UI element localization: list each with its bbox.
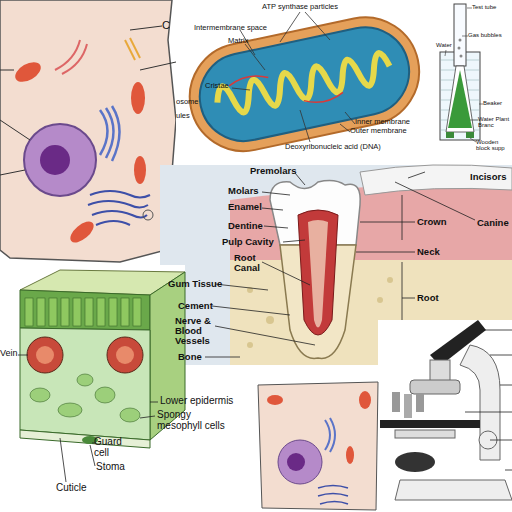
mitochondrion xyxy=(176,0,429,161)
part-label: Root Canal xyxy=(234,253,264,273)
part-label: ATP synthase particles xyxy=(262,3,362,11)
part-label: Incisors xyxy=(470,172,512,182)
part-label: Intermembrane space xyxy=(194,24,284,32)
part-label: Cement xyxy=(178,301,218,311)
animal-cell-small xyxy=(258,382,378,510)
part-label: Outer membrane xyxy=(350,127,425,135)
part-label: Gum Tissue xyxy=(168,279,228,289)
part-label: Beaker xyxy=(483,100,512,106)
part-label: Inner membrane xyxy=(355,118,430,126)
part-label: osome xyxy=(176,98,216,106)
part-label: Spongy mesophyll cells xyxy=(157,410,237,431)
part-label: Canine xyxy=(477,218,512,228)
photosynthesis-setup xyxy=(440,4,483,142)
part-label: Water xyxy=(436,42,466,48)
part-label: Crown xyxy=(417,217,457,227)
part-label: C xyxy=(162,20,176,32)
part-label: Cuticle xyxy=(56,483,106,494)
part-label: Cristae xyxy=(205,82,245,90)
part-label: Dentine xyxy=(228,221,273,231)
part-label: Molars xyxy=(228,186,268,196)
animal-cell xyxy=(0,0,176,262)
part-label: Test tube xyxy=(472,4,512,10)
part-label: Vein xyxy=(0,349,22,358)
part-label: Neck xyxy=(417,247,457,257)
part-label: Bone xyxy=(178,352,208,362)
part-label: Water Plant Branc xyxy=(478,116,512,129)
part-label: Deoxyribonucleic acid (DNA) xyxy=(285,143,425,151)
part-label: Lower epidermis xyxy=(160,396,250,407)
part-label: Guard cell xyxy=(94,437,130,458)
tooth-section xyxy=(160,165,512,365)
leaf-section xyxy=(0,265,185,512)
part-label: Gas bubbles xyxy=(468,32,512,38)
part-label: ules xyxy=(176,112,216,120)
part-label: Premolars xyxy=(250,166,310,176)
part-label: Root xyxy=(417,293,457,303)
part-label: Pulp Cavity xyxy=(222,237,282,247)
part-label: Matrix xyxy=(228,37,268,45)
part-label: Nerve & Blood Vessels xyxy=(175,316,217,346)
part-label: Wooden block supp xyxy=(476,139,512,152)
microscope xyxy=(378,320,512,512)
part-label: Enamel xyxy=(228,202,268,212)
part-label: Stoma xyxy=(96,462,136,473)
